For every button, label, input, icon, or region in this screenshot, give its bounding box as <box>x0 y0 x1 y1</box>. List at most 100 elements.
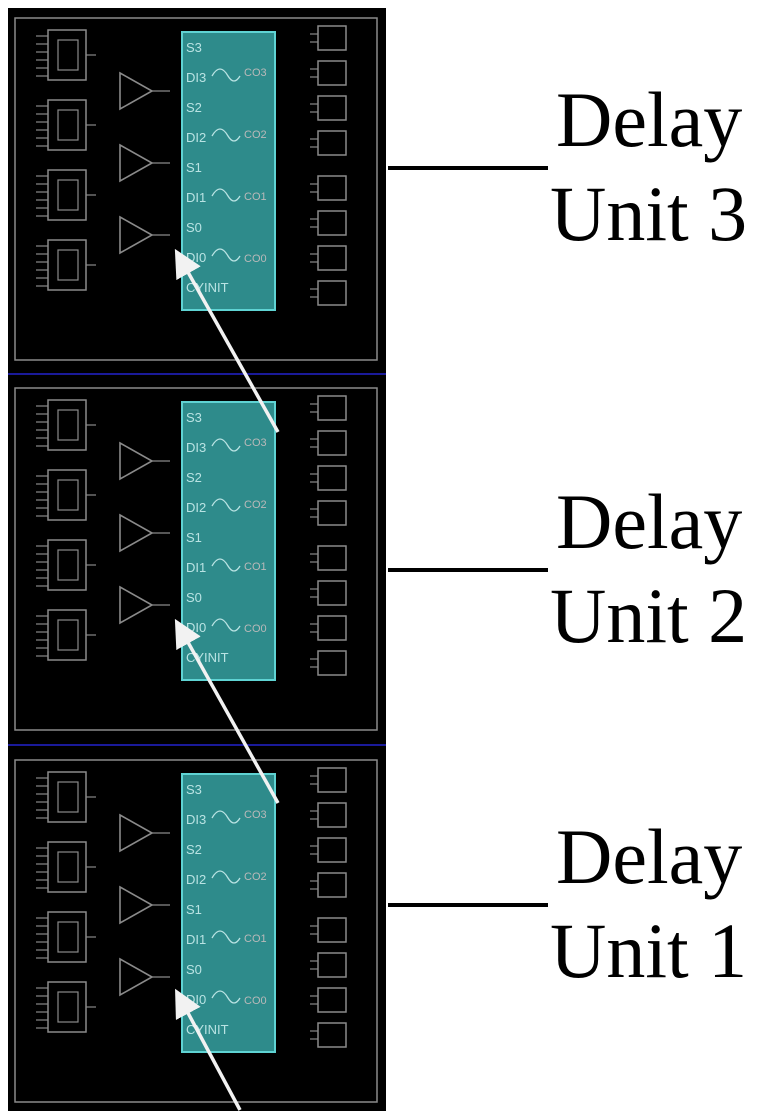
pin-label-s3: S3 <box>186 410 202 425</box>
buffer-icon <box>119 71 154 111</box>
pin-label-di2: DI2 <box>186 500 206 515</box>
pin-label-s2: S2 <box>186 470 202 485</box>
cout-label-co1: CO1 <box>244 933 267 945</box>
slice-outline <box>14 759 378 1103</box>
cout-label-co0: CO0 <box>244 995 267 1007</box>
buffer-icon <box>119 957 154 997</box>
flip-flop-icon <box>36 911 96 963</box>
pin-label-di2: DI2 <box>186 872 206 887</box>
carry-chain-arrows <box>174 248 280 1111</box>
mux-icon <box>211 498 241 512</box>
cout-label-co1: CO1 <box>244 191 267 203</box>
pin-label-s1: S1 <box>186 530 202 545</box>
delay-unit-label-line1: Delay <box>556 813 742 900</box>
flip-flop-icon <box>36 239 96 291</box>
slice-outline <box>14 17 378 361</box>
cout-label-co3: CO3 <box>244 67 267 79</box>
mux-icon <box>211 438 241 452</box>
mux-icon <box>211 128 241 142</box>
mux-icon <box>211 188 241 202</box>
pin-label-s1: S1 <box>186 160 202 175</box>
pin-label-di3: DI3 <box>186 70 206 85</box>
lut-icon <box>310 245 347 271</box>
flip-flop-icon <box>36 771 96 823</box>
lut-icon <box>310 872 347 898</box>
flip-flop-icon <box>36 981 96 1033</box>
lut-icon <box>310 615 347 641</box>
pin-label-di1: DI1 <box>186 560 206 575</box>
slice-outline <box>14 387 378 731</box>
lut-icon <box>310 987 347 1013</box>
pin-label-s0: S0 <box>186 962 202 977</box>
lut-icon <box>310 60 347 86</box>
buffer-icon <box>119 585 154 625</box>
cout-label-co3: CO3 <box>244 809 267 821</box>
cout-label-co2: CO2 <box>244 129 267 141</box>
pin-label-s3: S3 <box>186 40 202 55</box>
pin-label-di3: DI3 <box>186 440 206 455</box>
mux-icon <box>211 870 241 884</box>
pin-label-di2: DI2 <box>186 130 206 145</box>
pin-label-di1: DI1 <box>186 190 206 205</box>
pin-label-s1: S1 <box>186 902 202 917</box>
lut-icon <box>310 580 347 606</box>
buffer-icon <box>119 441 154 481</box>
lut-icon <box>310 25 347 51</box>
flip-flop-icon <box>36 99 96 151</box>
buffer-icon <box>119 143 154 183</box>
mux-icon <box>211 990 241 1004</box>
cout-label-co3: CO3 <box>244 437 267 449</box>
delay-unit-label-line2: Unit 2 <box>550 572 747 659</box>
cout-label-co0: CO0 <box>244 623 267 635</box>
lut-icon <box>310 130 347 156</box>
mux-icon <box>211 68 241 82</box>
lut-icon <box>310 210 347 236</box>
lut-icon <box>310 650 347 676</box>
lut-icon <box>310 500 347 526</box>
mux-icon <box>211 930 241 944</box>
delay-unit-label-line1: Delay <box>556 478 742 565</box>
pin-label-s0: S0 <box>186 590 202 605</box>
lut-icon <box>310 175 347 201</box>
pin-label-di1: DI1 <box>186 932 206 947</box>
buffer-icon <box>119 885 154 925</box>
pin-label-s0: S0 <box>186 220 202 235</box>
mux-icon <box>211 618 241 632</box>
lut-icon <box>310 395 347 421</box>
cout-label-co1: CO1 <box>244 561 267 573</box>
pin-label-di3: DI3 <box>186 812 206 827</box>
pin-label-s3: S3 <box>186 782 202 797</box>
lut-icon <box>310 545 347 571</box>
arrow-icon <box>174 618 280 804</box>
delay-unit-label-line2: Unit 1 <box>550 907 747 994</box>
cout-label-co2: CO2 <box>244 499 267 511</box>
flip-flop-icon <box>36 469 96 521</box>
pin-label-s2: S2 <box>186 842 202 857</box>
mux-icon <box>211 810 241 824</box>
flip-flop-icon <box>36 399 96 451</box>
delay-unit-label-line2: Unit 3 <box>550 170 747 257</box>
lut-icon <box>310 767 347 793</box>
lut-icon <box>310 837 347 863</box>
flip-flop-icon <box>36 539 96 591</box>
buffer-icon <box>119 215 154 255</box>
lut-icon <box>310 95 347 121</box>
arrow-icon <box>174 248 280 433</box>
lut-icon <box>310 280 347 306</box>
delay-unit-label-line1: Delay <box>556 76 742 163</box>
slice-panels: S3DI3S2DI2S1DI1S0DI0CYINITCO3CO2CO1CO0S3… <box>8 8 386 1111</box>
cout-label-co2: CO2 <box>244 871 267 883</box>
lut-icon <box>310 430 347 456</box>
arrow-icon <box>175 988 242 1111</box>
pin-label-di0: DI0 <box>186 250 206 265</box>
buffer-icon <box>119 513 154 553</box>
lut-icon <box>310 952 347 978</box>
buffer-icon <box>119 813 154 853</box>
